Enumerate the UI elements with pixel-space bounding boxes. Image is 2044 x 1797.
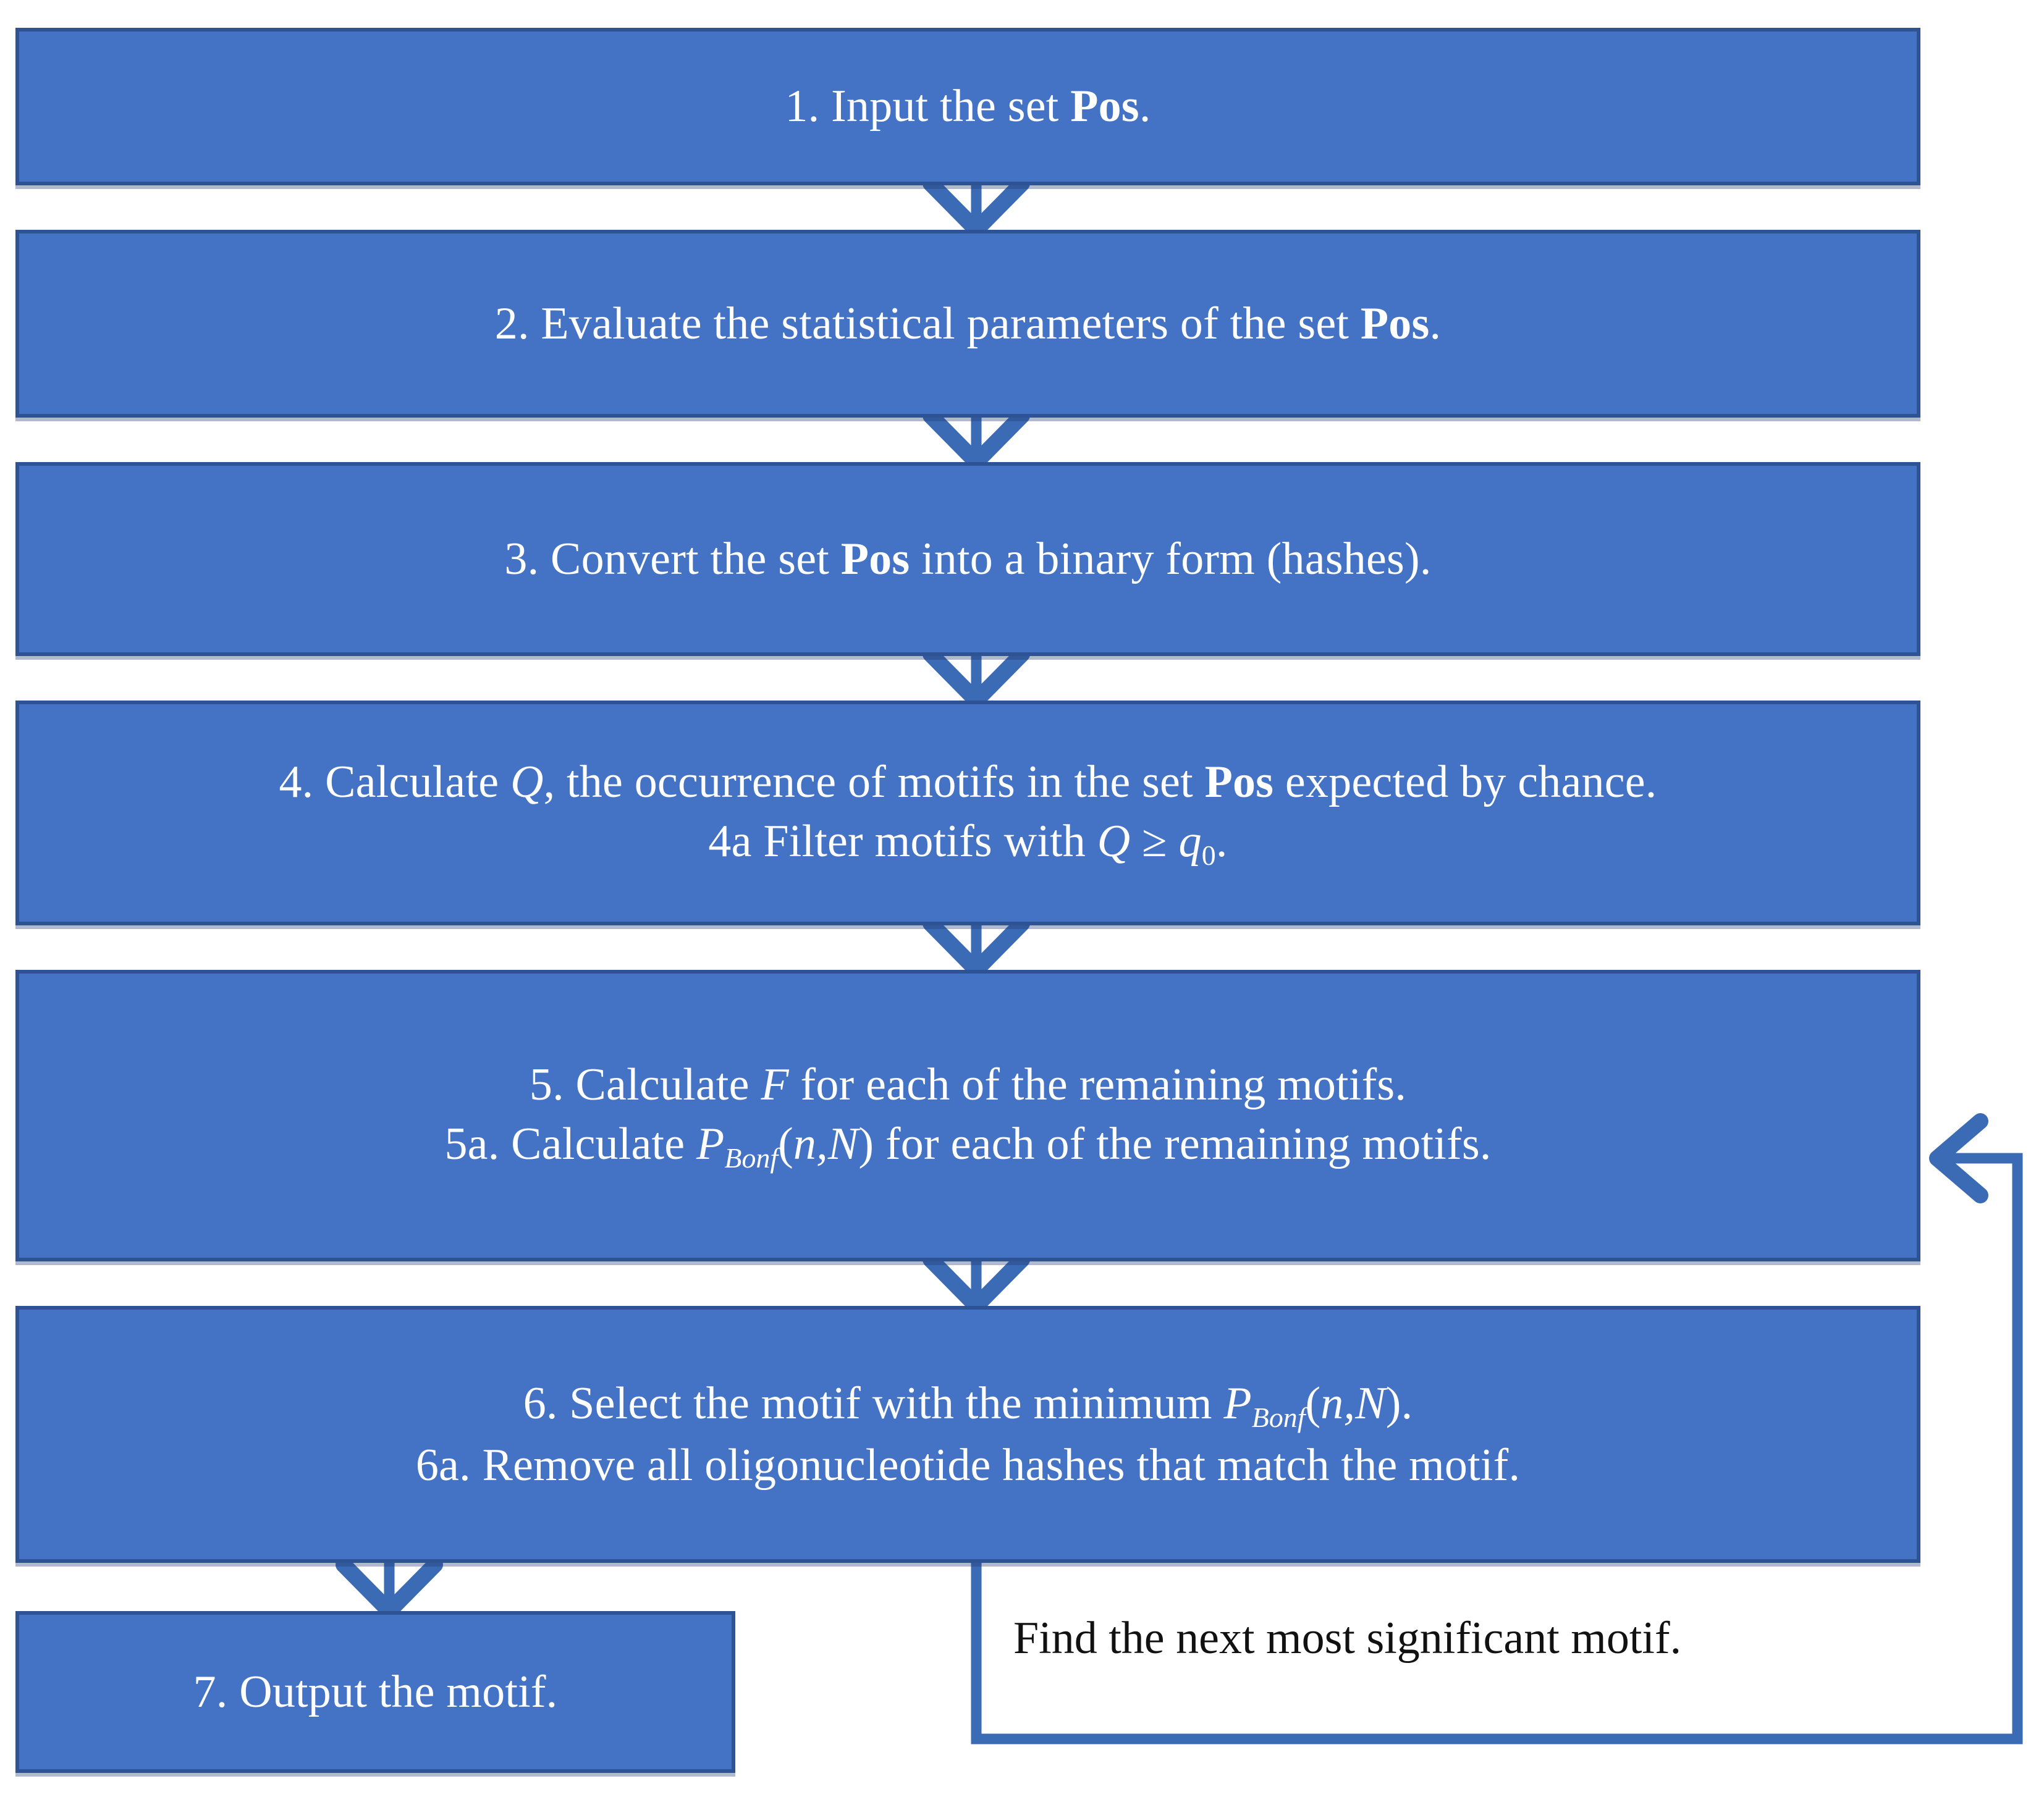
arrowhead-3-to-4 — [923, 646, 1030, 709]
node-step6[interactable]: 6. Select the motif with the minimum PBo… — [15, 1306, 1920, 1563]
node-step6-line1: 6. Select the motif with the minimum PBo… — [523, 1378, 1413, 1433]
node-step4-line1: 4. Calculate Q, the occurrence of motifs… — [279, 756, 1657, 807]
feedback-loop-label: Find the next most significant motif. — [1013, 1613, 1682, 1664]
node-step3[interactable]: 3. Convert the set Pos into a binary for… — [15, 462, 1920, 656]
arrowhead-5-to-6 — [923, 1252, 1030, 1314]
node-step1-line1: 1. Input the set Pos. — [785, 81, 1151, 132]
node-step5-line1: 5. Calculate F for each of the remaining… — [529, 1059, 1407, 1110]
arrowhead-feedback-loop — [1929, 1113, 1988, 1203]
node-step4-line2: 4a Filter motifs with Q ≥ q0. — [708, 815, 1228, 871]
arrowhead-6-to-7 — [336, 1557, 443, 1619]
node-step3-line1: 3. Convert the set Pos into a binary for… — [504, 533, 1432, 584]
node-step2[interactable]: 2. Evaluate the statistical parameters o… — [15, 230, 1920, 418]
node-step1[interactable]: 1. Input the set Pos. — [15, 28, 1920, 185]
node-step6-line2: 6a. Remove all oligonucleotide hashes th… — [415, 1440, 1521, 1491]
node-step5-line2: 5a. Calculate PBonf(n,N) for each of the… — [444, 1118, 1492, 1174]
node-step2-line1: 2. Evaluate the statistical parameters o… — [494, 298, 1442, 349]
node-step7-line1: 7. Output the motif. — [193, 1666, 558, 1717]
arrowhead-1-to-2 — [923, 175, 1030, 238]
node-step5[interactable]: 5. Calculate F for each of the remaining… — [15, 970, 1920, 1261]
node-step7[interactable]: 7. Output the motif. — [15, 1611, 735, 1773]
arrowhead-2-to-3 — [923, 408, 1030, 470]
arrowhead-4-to-5 — [923, 915, 1030, 978]
node-step4[interactable]: 4. Calculate Q, the occurrence of motifs… — [15, 701, 1920, 925]
